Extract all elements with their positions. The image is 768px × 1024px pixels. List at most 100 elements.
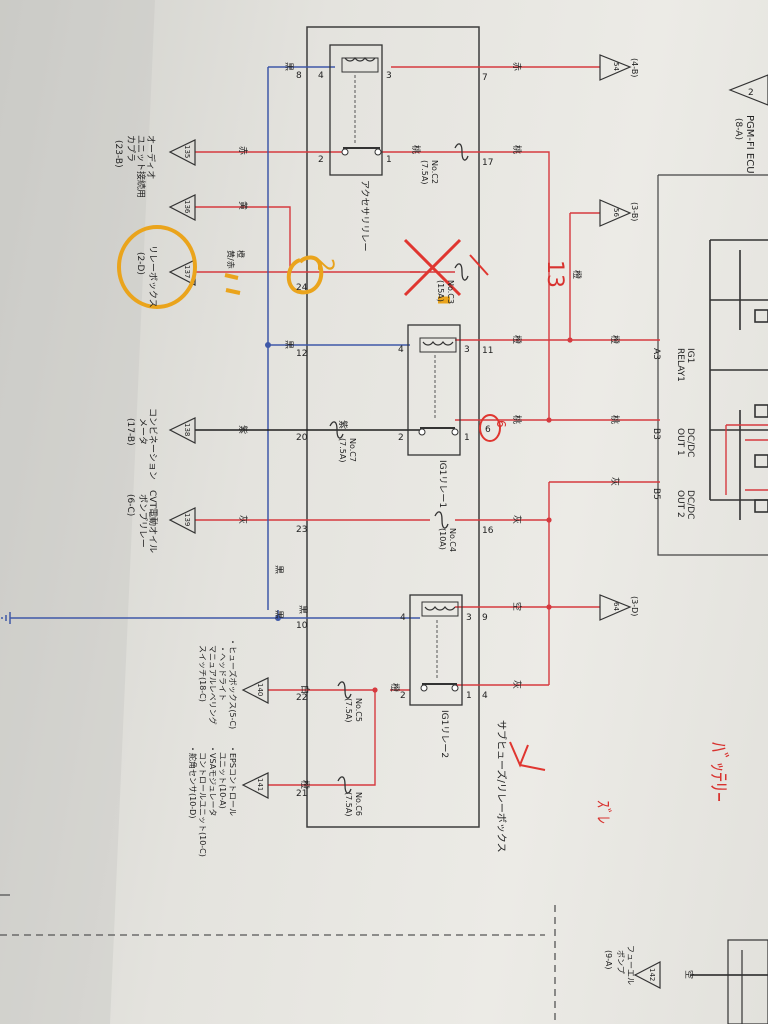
red-wires xyxy=(195,66,660,786)
fuse-rating: (7.5A) xyxy=(420,160,429,184)
connector-id: 135 xyxy=(183,145,191,158)
ig1-relay-1-label: IG1リレー1 xyxy=(437,460,447,508)
relay-pin: 2 xyxy=(400,691,406,701)
destination-138: コンビネーション xyxy=(147,408,158,480)
relay-pin: 4 xyxy=(400,613,406,623)
annotation-check-mark xyxy=(509,741,546,771)
wire-color-label: 橙 xyxy=(609,335,621,344)
wire-color-label: 橙 xyxy=(511,335,523,344)
relay-pin: 4 xyxy=(318,71,324,81)
destination-141: ・舵角センサ(10-D) xyxy=(188,745,198,818)
ecu-internal-circuit xyxy=(709,239,768,520)
wire-color-label: 橙 xyxy=(299,780,311,789)
destination-137: (2-D) xyxy=(135,252,145,275)
connector-id: 137 xyxy=(183,265,191,278)
left-pin: 10 xyxy=(296,621,308,631)
left-pin: 24 xyxy=(296,283,308,293)
wire-color-label: 空 xyxy=(511,602,523,611)
destination-140: ・ヘッドライト xyxy=(218,645,227,701)
wire-color-label: 空 xyxy=(683,970,695,979)
box-name: サブヒューズ/リレーボックス xyxy=(495,720,508,853)
destination-140: ・ヒューズボックス(5-C) xyxy=(228,638,238,729)
connector-id: 139 xyxy=(183,513,191,526)
fuse-name: No.C5 xyxy=(354,698,363,722)
ig1-relay-1 xyxy=(407,324,461,456)
red-junctions xyxy=(372,337,573,693)
ecu-name: PGM-FI ECU xyxy=(744,115,755,174)
wire-color-label: 紫 xyxy=(237,425,248,434)
connector-id: 56 xyxy=(612,208,620,217)
destination-141: ユニット(10-A) xyxy=(218,752,227,809)
ig1-relay-label: IG1 xyxy=(685,348,695,363)
wire-color-label: 灰 xyxy=(511,515,523,524)
left-pin: 22 xyxy=(296,693,307,703)
annotation-handwritten: ｽﾞﾚ xyxy=(594,800,613,824)
relay-pin: 1 xyxy=(466,691,472,701)
annotation-handwritten: 2 xyxy=(312,258,337,272)
relay-pin: 2 xyxy=(398,433,404,443)
destination-135: オーディオ xyxy=(145,135,157,179)
accessory-relay xyxy=(329,44,383,176)
wire-color-label: 桃 xyxy=(511,415,523,424)
wire-color-label: 橙 xyxy=(571,270,583,279)
fuse-rating: (10A) xyxy=(438,528,447,550)
wire-color-label: 紫 xyxy=(337,420,348,429)
blue-junctions xyxy=(265,342,281,621)
fuse-name: No.C4 xyxy=(448,528,457,552)
fuse-rating: (7.5A) xyxy=(338,438,347,462)
ecu-internal-red xyxy=(725,424,768,495)
left-pin: 12 xyxy=(296,349,307,359)
wire-color-label: 桃 xyxy=(410,145,422,154)
wire-color-label: 赤 xyxy=(237,146,248,155)
wire-color-label: 黄 xyxy=(237,201,249,210)
annotation-handwritten: 13 xyxy=(542,260,567,288)
annotation-circle-red xyxy=(479,414,501,442)
wire-color-label: 黒 xyxy=(297,605,308,614)
wire-color-label: 白 xyxy=(299,685,311,694)
annotation-stroke-red xyxy=(469,254,489,276)
blue-wires xyxy=(10,66,420,619)
fuse-rating: (15A) xyxy=(436,280,445,302)
destination-138: (17-B) xyxy=(125,418,135,446)
left-pin: 8 xyxy=(296,71,302,81)
dcdc1-label: DC/DC xyxy=(685,428,695,457)
connector-id: 64 xyxy=(612,602,620,611)
frame-dashed-line xyxy=(0,905,556,1024)
destination-139: CVT電動オイル xyxy=(147,490,158,553)
ig1-relay-2-label: IG1リレー2 xyxy=(439,710,449,758)
fuse-icons xyxy=(329,143,469,794)
wire-color-label: 橙 xyxy=(236,250,246,258)
fuse-name: No.C6 xyxy=(354,792,363,816)
right-pin: 7 xyxy=(482,73,488,83)
destination-135: カプラ xyxy=(125,135,136,162)
ig1-relay-2 xyxy=(409,594,463,706)
ground-icon xyxy=(1,612,11,624)
ecu-number: 2 xyxy=(748,88,754,98)
fuse-name: No.C2 xyxy=(430,160,439,184)
left-pin: 20 xyxy=(296,433,308,443)
wire-color-label: 橙 xyxy=(389,683,401,692)
destination-138: メータ xyxy=(137,418,148,445)
connector-id: 141 xyxy=(256,778,264,791)
wire-color-label: 黄/赤 xyxy=(226,250,236,269)
connector-ref: (4-B) xyxy=(630,58,639,77)
ecu-triangle-icon xyxy=(728,74,768,106)
wire-color-label: 黒 xyxy=(283,62,294,71)
right-pin: 6 xyxy=(485,425,491,435)
destination-142: ポンプ xyxy=(616,950,625,974)
right-pin: 11 xyxy=(482,346,493,356)
relay-coil-icon xyxy=(424,606,456,611)
relay-pin: 4 xyxy=(398,345,404,355)
wire-color-label: 赤 xyxy=(511,62,522,71)
relay-pin: 3 xyxy=(466,613,472,623)
relay-coil-icon xyxy=(344,57,376,62)
dcdc1-pin: B3 xyxy=(651,428,661,440)
wire-color-label: 桃 xyxy=(609,415,621,424)
wire-color-label: 灰 xyxy=(511,680,523,689)
dcdc2-label: DC/DC xyxy=(685,490,695,519)
dcdc2-sub: OUT 2 xyxy=(675,490,685,518)
destination-139: (6-C) xyxy=(125,494,135,516)
wire-color-label: 灰 xyxy=(609,477,621,486)
annotation-cross-mark xyxy=(403,238,462,297)
